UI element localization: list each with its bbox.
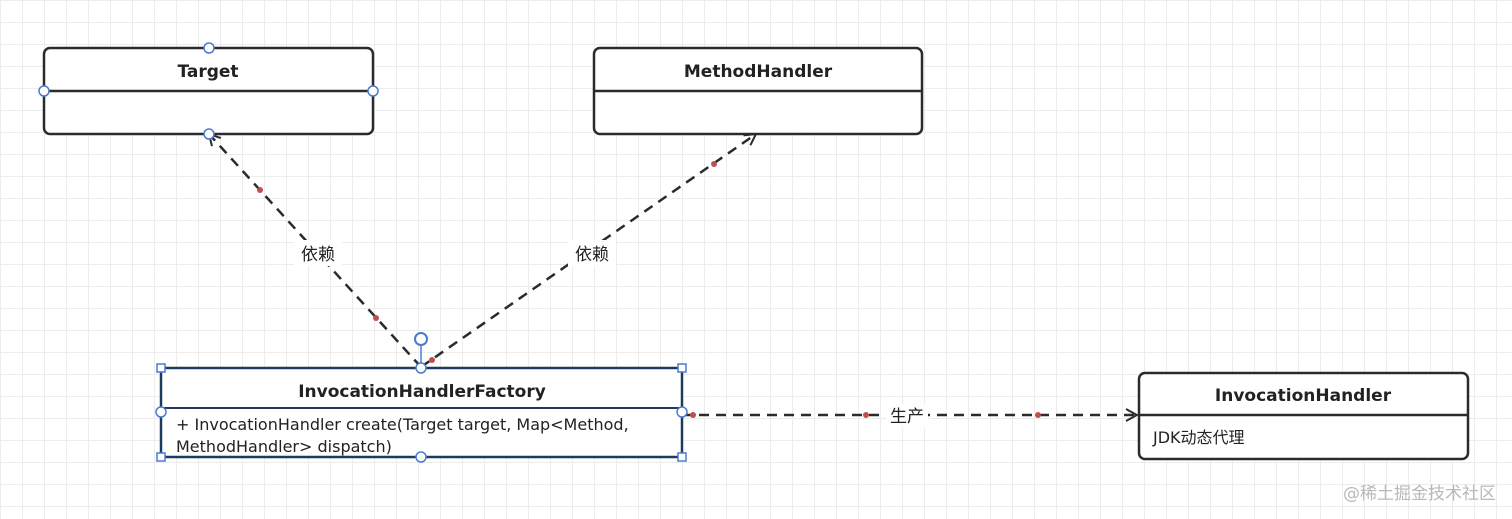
class-invocation-handler[interactable]: InvocationHandler JDK动态代理 <box>1137 371 1470 461</box>
production-label: 生产 <box>890 407 924 427</box>
dependency-factory-to-method-handler[interactable]: 依赖 <box>420 134 756 369</box>
invocation-handler-body: JDK动态代理 <box>1152 428 1245 447</box>
waypoint-dot[interactable] <box>373 315 379 321</box>
connection-point[interactable] <box>415 362 427 374</box>
connection-point[interactable] <box>415 451 427 463</box>
connection-point[interactable] <box>203 42 215 54</box>
dependency-label: 依赖 <box>575 245 609 265</box>
waypoint-dot[interactable] <box>257 187 263 193</box>
connection-point[interactable] <box>38 85 50 97</box>
waypoint-dot[interactable] <box>690 412 696 418</box>
connection-point[interactable] <box>155 406 167 418</box>
resize-handle[interactable] <box>156 363 166 373</box>
class-name-invocation-handler-factory: InvocationHandlerFactory <box>298 382 546 402</box>
class-invocation-handler-factory[interactable]: InvocationHandlerFactory + InvocationHan… <box>155 332 688 463</box>
waypoint-dot[interactable] <box>1035 412 1041 418</box>
resize-handle[interactable] <box>677 363 687 373</box>
factory-method-line-1: + InvocationHandler create(Target target… <box>176 415 629 434</box>
waypoint-dot[interactable] <box>863 412 869 418</box>
class-method-handler[interactable]: MethodHandler <box>592 46 924 136</box>
class-name-invocation-handler: InvocationHandler <box>1215 386 1392 406</box>
class-name-target: Target <box>177 62 238 82</box>
class-target[interactable]: Target <box>38 42 379 140</box>
class-name-method-handler: MethodHandler <box>684 62 833 82</box>
connection-point[interactable] <box>676 406 688 418</box>
watermark: @稀土掘金技术社区 <box>1343 484 1496 504</box>
rotate-handle[interactable] <box>414 332 428 346</box>
resize-handle[interactable] <box>677 452 687 462</box>
dependency-factory-to-target[interactable]: 依赖 <box>209 134 422 368</box>
dependency-label: 依赖 <box>301 245 335 265</box>
factory-method-line-2: MethodHandler> dispatch) <box>176 437 392 456</box>
waypoint-dot[interactable] <box>711 161 717 167</box>
connection-point[interactable] <box>203 128 215 140</box>
waypoint-dot[interactable] <box>429 357 435 363</box>
connection-point[interactable] <box>367 85 379 97</box>
resize-handle[interactable] <box>156 452 166 462</box>
production-factory-to-invocation-handler[interactable]: 生产 <box>682 404 1137 428</box>
